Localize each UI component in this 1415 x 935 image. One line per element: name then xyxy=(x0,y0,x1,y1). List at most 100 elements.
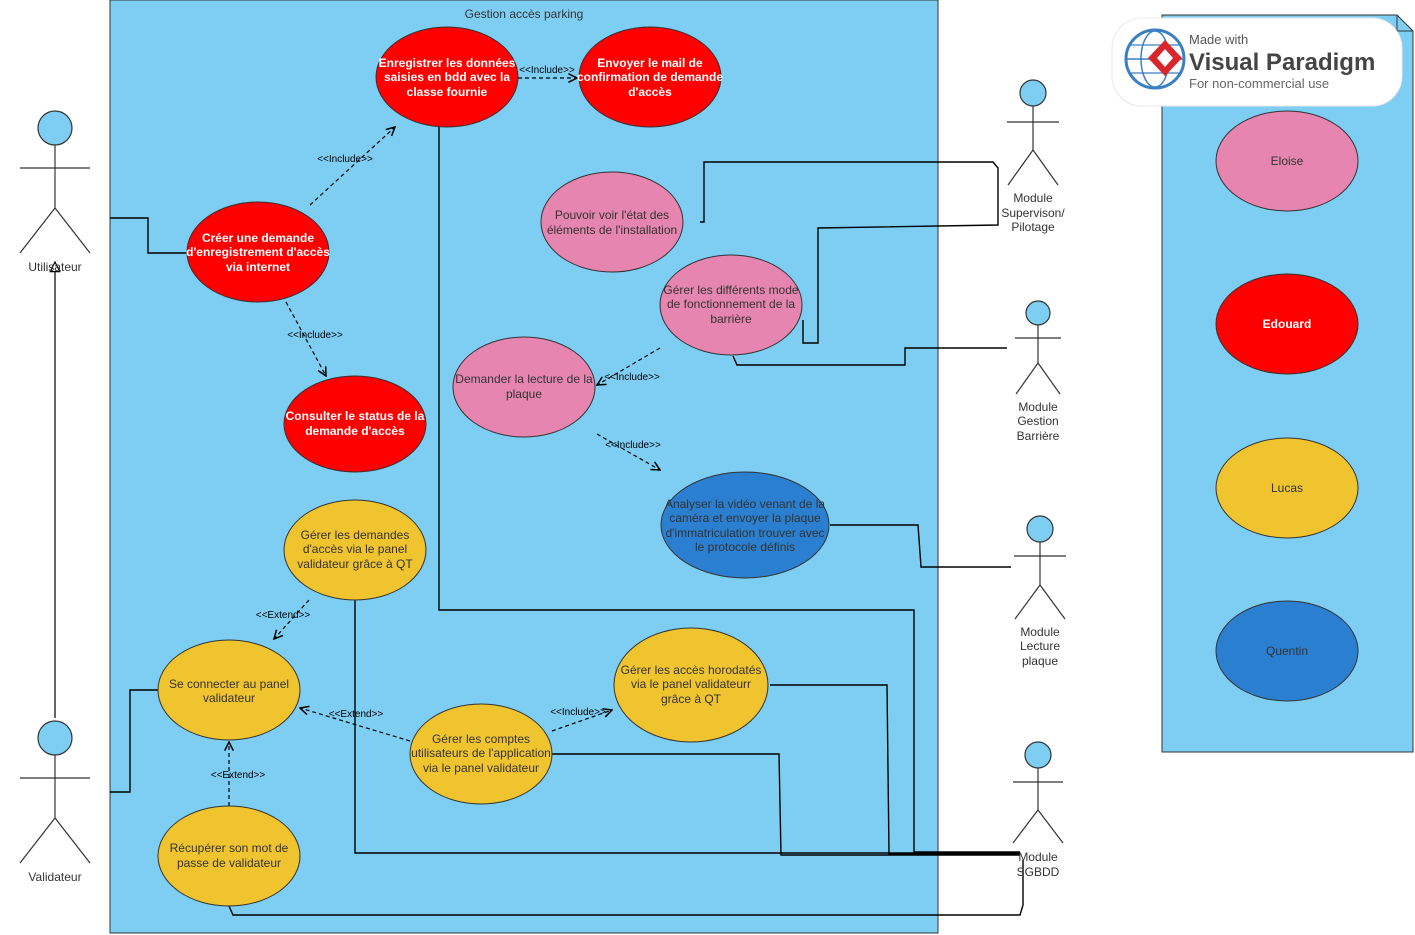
use-case-envoyer-mail: Envoyer le mail de confirmation de deman… xyxy=(577,26,723,128)
visual-paradigm-logo-icon xyxy=(1124,28,1186,90)
svg-text:Quentin: Quentin xyxy=(1266,644,1308,658)
include-lecture-analyser xyxy=(596,433,660,470)
svg-text:Visual Paradigm: Visual Paradigm xyxy=(1189,49,1375,76)
svg-text:via le panel validateur: via le panel validateur xyxy=(423,761,539,775)
svg-text:<<Include>>: <<Include>> xyxy=(550,707,606,718)
svg-text:Analyser la vidéo venant de la: Analyser la vidéo venant de la xyxy=(665,497,825,511)
svg-text:Demander la lecture de la: Demander la lecture de la xyxy=(455,372,593,386)
association-utilisateur-creer xyxy=(110,217,189,254)
svg-text:Gérer les comptes: Gérer les comptes xyxy=(432,732,530,746)
actor-module-supervision: Module Supervison/ Pilotage xyxy=(1001,79,1065,234)
use-case-gerer-modes-barriere: Gérer les différents mode de fonctionnem… xyxy=(659,254,803,356)
svg-text:via le panel validateurr: via le panel validateurr xyxy=(631,677,751,691)
include-comptes-acces xyxy=(551,710,612,732)
association-voir-etat-supervision xyxy=(700,161,999,344)
svg-text:<<Include>>: <<Include>> xyxy=(519,65,575,76)
use-case-voir-etat: Pouvoir voir l'état des éléments de l'in… xyxy=(540,171,684,273)
legend-item-edouard: Edouard xyxy=(1215,273,1359,375)
legend-item-lucas: Lucas xyxy=(1215,437,1359,539)
svg-text:Gestion: Gestion xyxy=(1017,414,1058,428)
svg-text:validateur grâce à QT: validateur grâce à QT xyxy=(297,557,413,571)
svg-text:Lecture: Lecture xyxy=(1020,639,1060,653)
svg-text:Enregistrer les données: Enregistrer les données xyxy=(379,56,516,70)
svg-text:Module: Module xyxy=(1013,191,1053,205)
svg-text:utilisateurs de l'application: utilisateurs de l'application xyxy=(411,746,551,760)
use-case-consulter-status: Consulter le status de la demande d'accè… xyxy=(283,375,427,473)
actor-module-sgbdd: Module SGBDD xyxy=(1012,741,1064,879)
svg-text:<<Include>>: <<Include>> xyxy=(287,330,343,341)
svg-text:<<Include>>: <<Include>> xyxy=(317,154,373,165)
extend-comptes-connecter xyxy=(300,708,411,742)
svg-text:For non-commercial use: For non-commercial use xyxy=(1189,76,1329,91)
svg-text:Pouvoir voir l'état des: Pouvoir voir l'état des xyxy=(555,208,669,222)
actor-module-lecture-plaque: Module Lecture plaque xyxy=(1014,515,1066,668)
svg-text:d'accès via le panel: d'accès via le panel xyxy=(303,542,407,556)
svg-text:passe de validateur: passe de validateur xyxy=(177,856,281,870)
svg-text:Consulter le status de la: Consulter le status de la xyxy=(286,409,425,423)
actor-validateur: Validateur xyxy=(19,720,91,884)
svg-text:Module: Module xyxy=(1018,850,1058,864)
association-analyser-lecture xyxy=(830,524,1011,568)
svg-text:caméra et envoyer la plaque: caméra et envoyer la plaque xyxy=(669,511,821,525)
svg-text:d'accès: d'accès xyxy=(628,85,672,99)
svg-text:plaque: plaque xyxy=(506,387,542,401)
association-gerer-comptes-sgbdd xyxy=(552,753,1020,856)
association-gerer-acces-sgbdd xyxy=(770,684,1020,855)
association-enregistrer-sgbdd xyxy=(438,126,1020,853)
visual-paradigm-watermark: Made with Visual Paradigm For non-commer… xyxy=(1111,17,1403,107)
system-title: Gestion accès parking xyxy=(465,7,584,21)
use-case-analyser-video: Analyser la vidéo venant de la caméra et… xyxy=(660,471,830,579)
svg-text:Se connecter au panel: Se connecter au panel xyxy=(169,677,289,691)
use-case-gerer-acces: Gérer les accès horodatés via le panel v… xyxy=(613,627,769,743)
svg-text:d'enregistrement d'accès: d'enregistrement d'accès xyxy=(186,245,330,259)
svg-text:<<Include>>: <<Include>> xyxy=(604,372,660,383)
svg-text:Pilotage: Pilotage xyxy=(1011,220,1055,234)
use-case-lecture-plaque: Demander la lecture de la plaque xyxy=(452,336,596,438)
svg-text:<<Extend>>: <<Extend>> xyxy=(211,770,266,781)
svg-text:Créer une demande: Créer une demande xyxy=(202,231,314,245)
svg-text:barrière: barrière xyxy=(710,312,752,326)
svg-text:confirmation de demande: confirmation de demande xyxy=(577,70,723,84)
use-case-recuperer-mot-de-passe: Récupérer son mot de passe de validateur xyxy=(157,805,301,907)
svg-text:<<Extend>>: <<Extend>> xyxy=(329,709,384,720)
svg-text:SGBDD: SGBDD xyxy=(1017,865,1060,879)
use-case-se-connecter: Se connecter au panel validateur xyxy=(157,639,301,741)
svg-text:Lucas: Lucas xyxy=(1271,481,1303,495)
svg-text:Eloise: Eloise xyxy=(1271,154,1304,168)
use-case-creer-demande: Créer une demande d'enregistrement d'acc… xyxy=(186,201,330,303)
use-case-gerer-comptes: Gérer les comptes utilisateurs de l'appl… xyxy=(409,703,553,805)
include-creer-enregistrer xyxy=(309,127,395,206)
association-validateur-connecter xyxy=(110,689,158,793)
association-recuperer-sgbdd xyxy=(228,860,1024,916)
svg-text:Gérer les différents mode: Gérer les différents mode xyxy=(663,283,799,297)
use-case-enregistrer-donnees: Enregistrer les données saisies en bdd a… xyxy=(375,26,519,128)
svg-text:Gérer les demandes: Gérer les demandes xyxy=(301,528,410,542)
svg-text:d'immatriculation trouver avec: d'immatriculation trouver avec xyxy=(665,526,824,540)
svg-text:Made with: Made with xyxy=(1189,32,1248,47)
svg-text:le protocole définis: le protocole définis xyxy=(695,540,795,554)
svg-text:validateur: validateur xyxy=(203,691,255,705)
include-modes-lecture xyxy=(597,347,661,385)
association-gerer-modes-barriere xyxy=(732,347,1007,366)
svg-text:Validateur: Validateur xyxy=(28,870,81,884)
svg-text:<<Include>>: <<Include>> xyxy=(605,440,661,451)
svg-text:Barrière: Barrière xyxy=(1017,429,1060,443)
svg-text:demande d'accès: demande d'accès xyxy=(305,424,405,438)
svg-text:de fonctionnement de la: de fonctionnement de la xyxy=(667,297,795,311)
svg-text:Envoyer le mail de: Envoyer le mail de xyxy=(597,56,703,70)
svg-text:saisies en bdd avec la: saisies en bdd avec la xyxy=(384,70,510,84)
include-creer-consulter xyxy=(285,301,326,376)
actor-utilisateur: Utilisateur xyxy=(19,110,91,274)
svg-text:Supervison/: Supervison/ xyxy=(1001,206,1065,220)
svg-text:<<Extend>>: <<Extend>> xyxy=(256,610,311,621)
svg-text:éléments de l'installation: éléments de l'installation xyxy=(547,223,677,237)
svg-text:Récupérer son mot de: Récupérer son mot de xyxy=(170,841,289,855)
svg-text:Edouard: Edouard xyxy=(1263,317,1312,331)
svg-text:classe fournie: classe fournie xyxy=(407,85,488,99)
svg-text:Utilisateur: Utilisateur xyxy=(28,260,81,274)
legend-panel: Eloise Edouard Lucas Quentin xyxy=(1161,14,1414,753)
extend-demandes-connecter xyxy=(274,599,310,639)
svg-text:Module: Module xyxy=(1020,625,1060,639)
legend-item-quentin: Quentin xyxy=(1215,600,1359,702)
